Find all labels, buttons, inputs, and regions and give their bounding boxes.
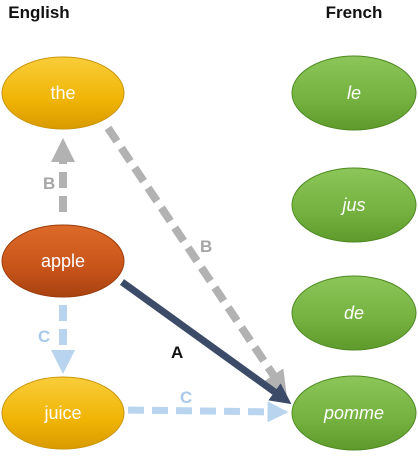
node-label-de: de xyxy=(344,303,364,323)
node-french-pomme: pomme xyxy=(291,375,417,451)
edge-label-b-upper: B xyxy=(43,174,55,193)
node-label-apple: apple xyxy=(41,251,85,271)
node-english-the: the xyxy=(1,56,125,130)
english-header: English xyxy=(8,3,69,22)
edge-label-a: A xyxy=(171,343,183,362)
node-french-de: de xyxy=(291,275,417,351)
french-header: French xyxy=(326,3,383,22)
arrow-b-the-to-pomme xyxy=(104,125,287,395)
node-french-jus: jus xyxy=(291,167,417,243)
edge-label-c-horizontal: C xyxy=(180,388,192,407)
arrow-a-apple-to-pomme xyxy=(119,279,292,405)
node-label-jus: jus xyxy=(339,195,365,215)
node-label-pomme: pomme xyxy=(323,403,384,423)
node-label-le: le xyxy=(347,83,361,103)
arrow-c-juice-to-pomme xyxy=(127,401,289,423)
node-label-juice: juice xyxy=(43,403,81,423)
edge-label-c-vertical: C xyxy=(38,327,50,346)
node-english-juice: juice xyxy=(1,376,125,450)
node-french-le: le xyxy=(291,55,417,131)
edge-label-b-diagonal: B xyxy=(200,237,212,256)
node-label-the: the xyxy=(50,83,75,103)
node-english-apple: apple xyxy=(1,224,125,298)
